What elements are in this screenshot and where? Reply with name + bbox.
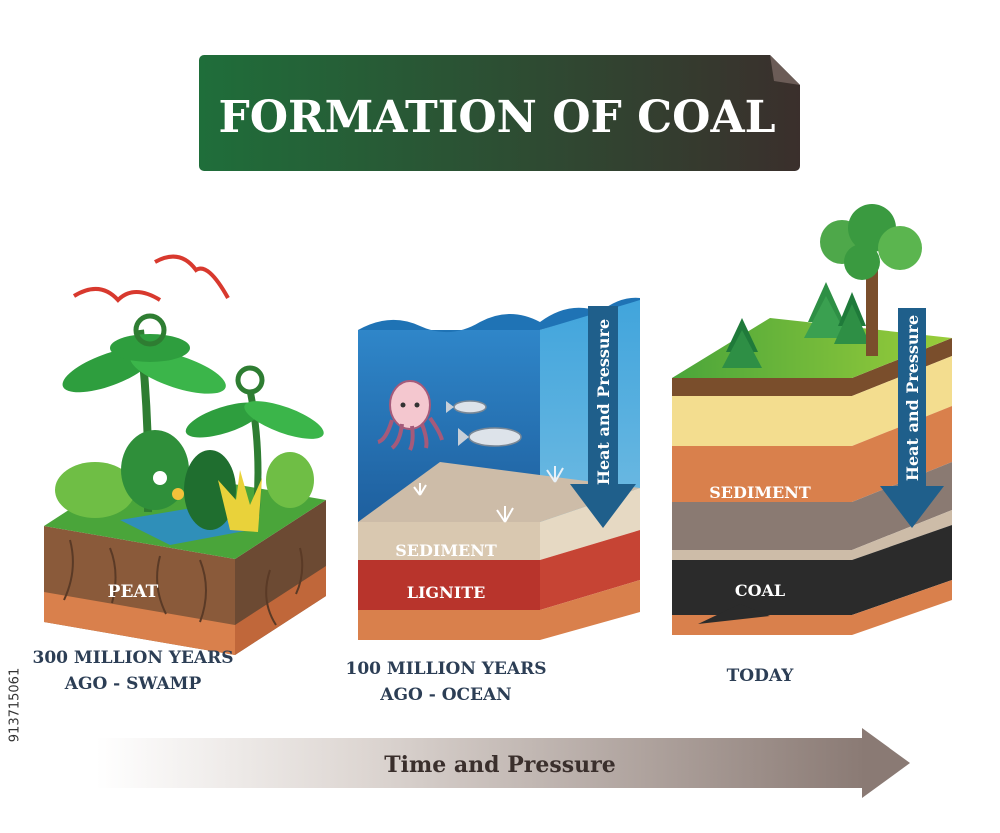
pine-tree-icon: [834, 292, 870, 344]
fish-icon: [446, 400, 487, 414]
heat-pressure-label: Heat and Pressure: [903, 315, 922, 481]
lignite-label: LIGNITE: [407, 583, 486, 602]
ocean-caption-line2: AGO - OCEAN: [379, 685, 511, 705]
octopus-icon: [377, 380, 444, 451]
heat-pressure-arrow: Heat and Pressure: [570, 306, 636, 528]
stage-swamp: PEAT 300 MILLION YEARS AGO - SWAMP: [33, 254, 326, 694]
palm-tree-icon: [185, 365, 324, 517]
fish-icon: [458, 427, 522, 447]
coral-icon: [496, 506, 514, 523]
bird-icon: [72, 287, 162, 303]
timeline-label: Time and Pressure: [384, 752, 615, 778]
pine-tree-icon: [722, 318, 762, 368]
stage-today: Heat and Pressure SEDIMENT COAL TODAY: [672, 204, 952, 686]
title-banner: FORMATION OF COAL: [199, 55, 800, 171]
today-caption: TODAY: [727, 666, 795, 686]
stage-ocean: Heat and Pressure SEDIMENT LIGNITE 100 M…: [346, 297, 640, 705]
swamp-caption-line1: 300 MILLION YEARS: [33, 648, 234, 668]
swamp-caption-line2: AGO - SWAMP: [64, 674, 202, 694]
coral-icon: [413, 483, 427, 496]
peat-label: PEAT: [108, 582, 159, 602]
heat-pressure-label: Heat and Pressure: [594, 319, 613, 485]
oak-tree-icon: [820, 204, 922, 356]
stock-id-text: 913715061: [7, 667, 23, 743]
sediment-label-ocean: SEDIMENT: [395, 541, 497, 560]
sediment-label-today: SEDIMENT: [709, 483, 811, 502]
pine-tree-icon: [804, 282, 848, 338]
bird-icon: [154, 254, 230, 299]
stock-id: 913715061: [2, 605, 28, 805]
coral-icon: [546, 466, 564, 483]
timeline-arrow: Time and Pressure: [96, 728, 910, 798]
coal-label: COAL: [735, 581, 785, 600]
page-title: FORMATION OF COAL: [218, 92, 775, 143]
ocean-caption-line1: 100 MILLION YEARS: [346, 659, 547, 679]
heat-pressure-arrow: Heat and Pressure: [880, 308, 944, 528]
